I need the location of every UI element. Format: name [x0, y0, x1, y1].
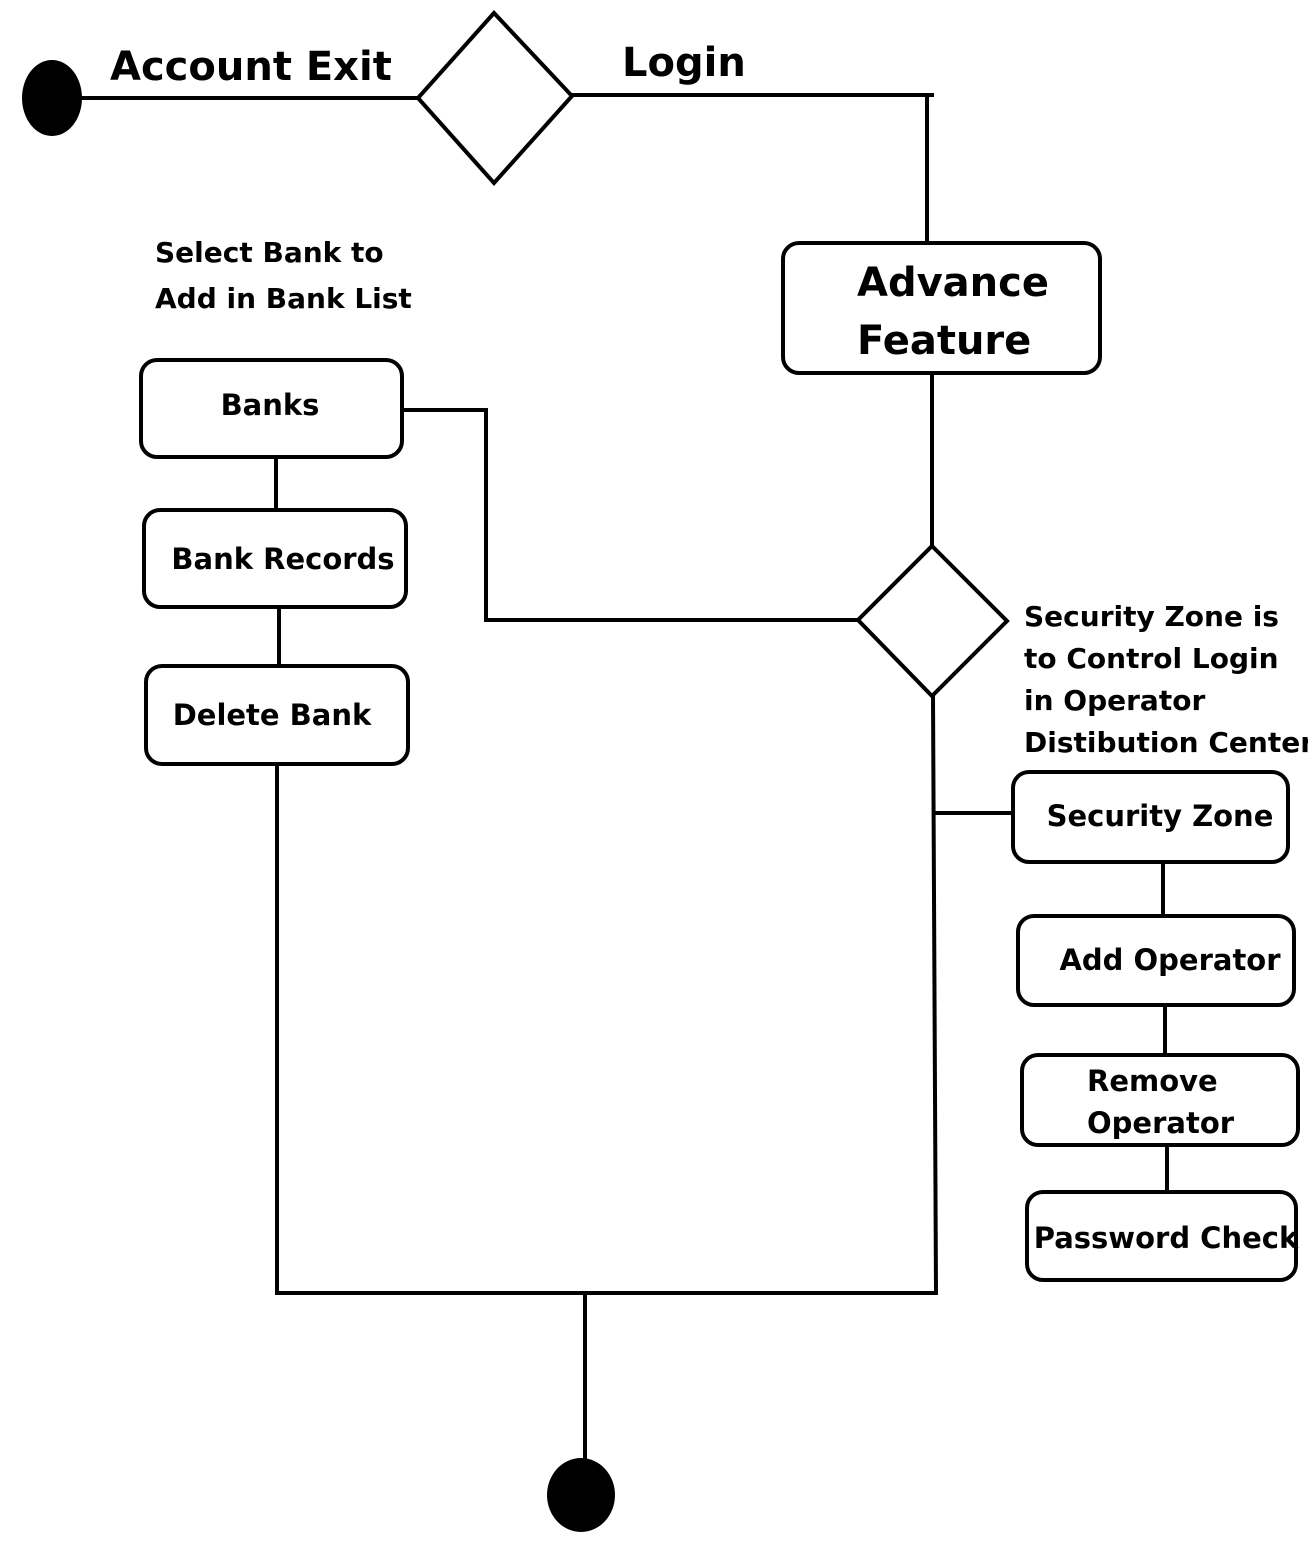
note-security-line-1: Security Zone is: [1024, 600, 1279, 633]
node-security-zone: Security Zone: [1011, 770, 1290, 864]
start-node: [22, 60, 82, 136]
label-login: Login: [622, 40, 746, 86]
node-remove-operator-line-1: Remove: [1087, 1064, 1218, 1098]
login-decision-diamond: [415, 10, 575, 186]
node-add-operator-label: Add Operator: [1059, 943, 1281, 977]
node-security-zone-label: Security Zone: [1047, 799, 1274, 833]
label-account-exit: Account Exit: [110, 44, 392, 90]
node-password-check: Password Check: [1025, 1190, 1299, 1282]
note-select-bank-line-1: Select Bank to: [155, 236, 384, 269]
note-security-line-2: to Control Login: [1024, 642, 1279, 675]
node-advance-feature-line-2: Feature: [857, 318, 1031, 364]
edge-banks-to-decision: [400, 408, 860, 622]
connectors: [78, 93, 1169, 1464]
end-node: [547, 1458, 615, 1532]
node-remove-operator-line-2: Operator: [1087, 1106, 1235, 1140]
node-banks: Banks: [139, 358, 404, 459]
node-password-check-label: Password Check: [1034, 1221, 1299, 1255]
node-banks-label: Banks: [221, 388, 320, 422]
note-security-line-3: in Operator: [1024, 684, 1205, 717]
node-delete-bank-label: Delete Bank: [173, 698, 372, 732]
node-bank-records: Bank Records: [142, 508, 408, 609]
note-security-line-4: Distibution Center: [1024, 726, 1308, 759]
node-bank-records-label: Bank Records: [171, 542, 394, 576]
edge-decision-down: [930, 693, 939, 1296]
node-add-operator: Add Operator: [1016, 914, 1296, 1007]
node-delete-bank: Delete Bank: [144, 664, 410, 766]
node-remove-operator: Remove Operator: [1020, 1053, 1300, 1147]
node-advance-feature: Advance Feature: [781, 241, 1102, 375]
node-advance-feature-line-1: Advance: [857, 260, 1049, 306]
feature-decision-diamond: [855, 543, 1010, 699]
note-select-bank-line-2: Add in Bank List: [155, 282, 412, 315]
